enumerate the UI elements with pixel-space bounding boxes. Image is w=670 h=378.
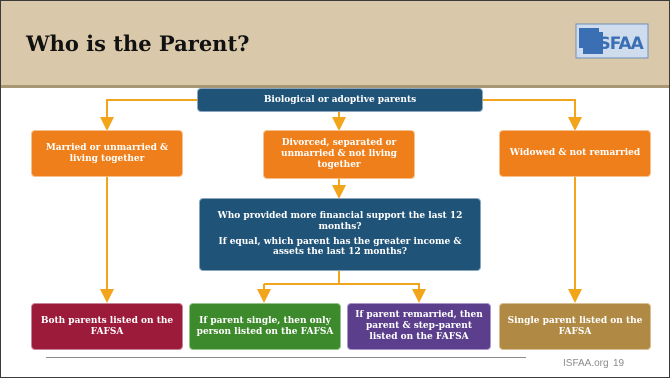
question-support: Who provided more financial support the …	[217, 210, 463, 232]
outcome-remarried: If parent remarried, then parent & step-…	[347, 303, 491, 350]
logo-text: ISFAA	[593, 34, 644, 54]
node-divorced-separated: Divorced, separated or unmarried & not l…	[263, 130, 415, 179]
slide-title: Who is the Parent?	[26, 31, 250, 56]
isfaa-logo: ISFAA	[575, 23, 649, 59]
node-biological-parents: Biological or adoptive parents	[197, 88, 483, 112]
question-income: If equal, which parent has the greater i…	[218, 236, 462, 258]
node-widowed: Widowed & not remarried	[499, 130, 651, 177]
footer-divider	[46, 357, 526, 358]
outcome-single-parent: Single parent listed on the FAFSA	[499, 303, 651, 350]
page-number: 19	[613, 358, 625, 369]
outcome-both-parents: Both parents listed on the FAFSA	[31, 303, 183, 350]
footer-site: ISFAA.org	[563, 358, 609, 369]
node-financial-support-question: Who provided more financial support the …	[199, 198, 481, 271]
node-married-living-together: Married or unmarried & living together	[31, 130, 183, 177]
slide-header: Who is the Parent? ISFAA	[1, 1, 669, 88]
outcome-single-only: If parent single, then only person liste…	[189, 303, 341, 350]
